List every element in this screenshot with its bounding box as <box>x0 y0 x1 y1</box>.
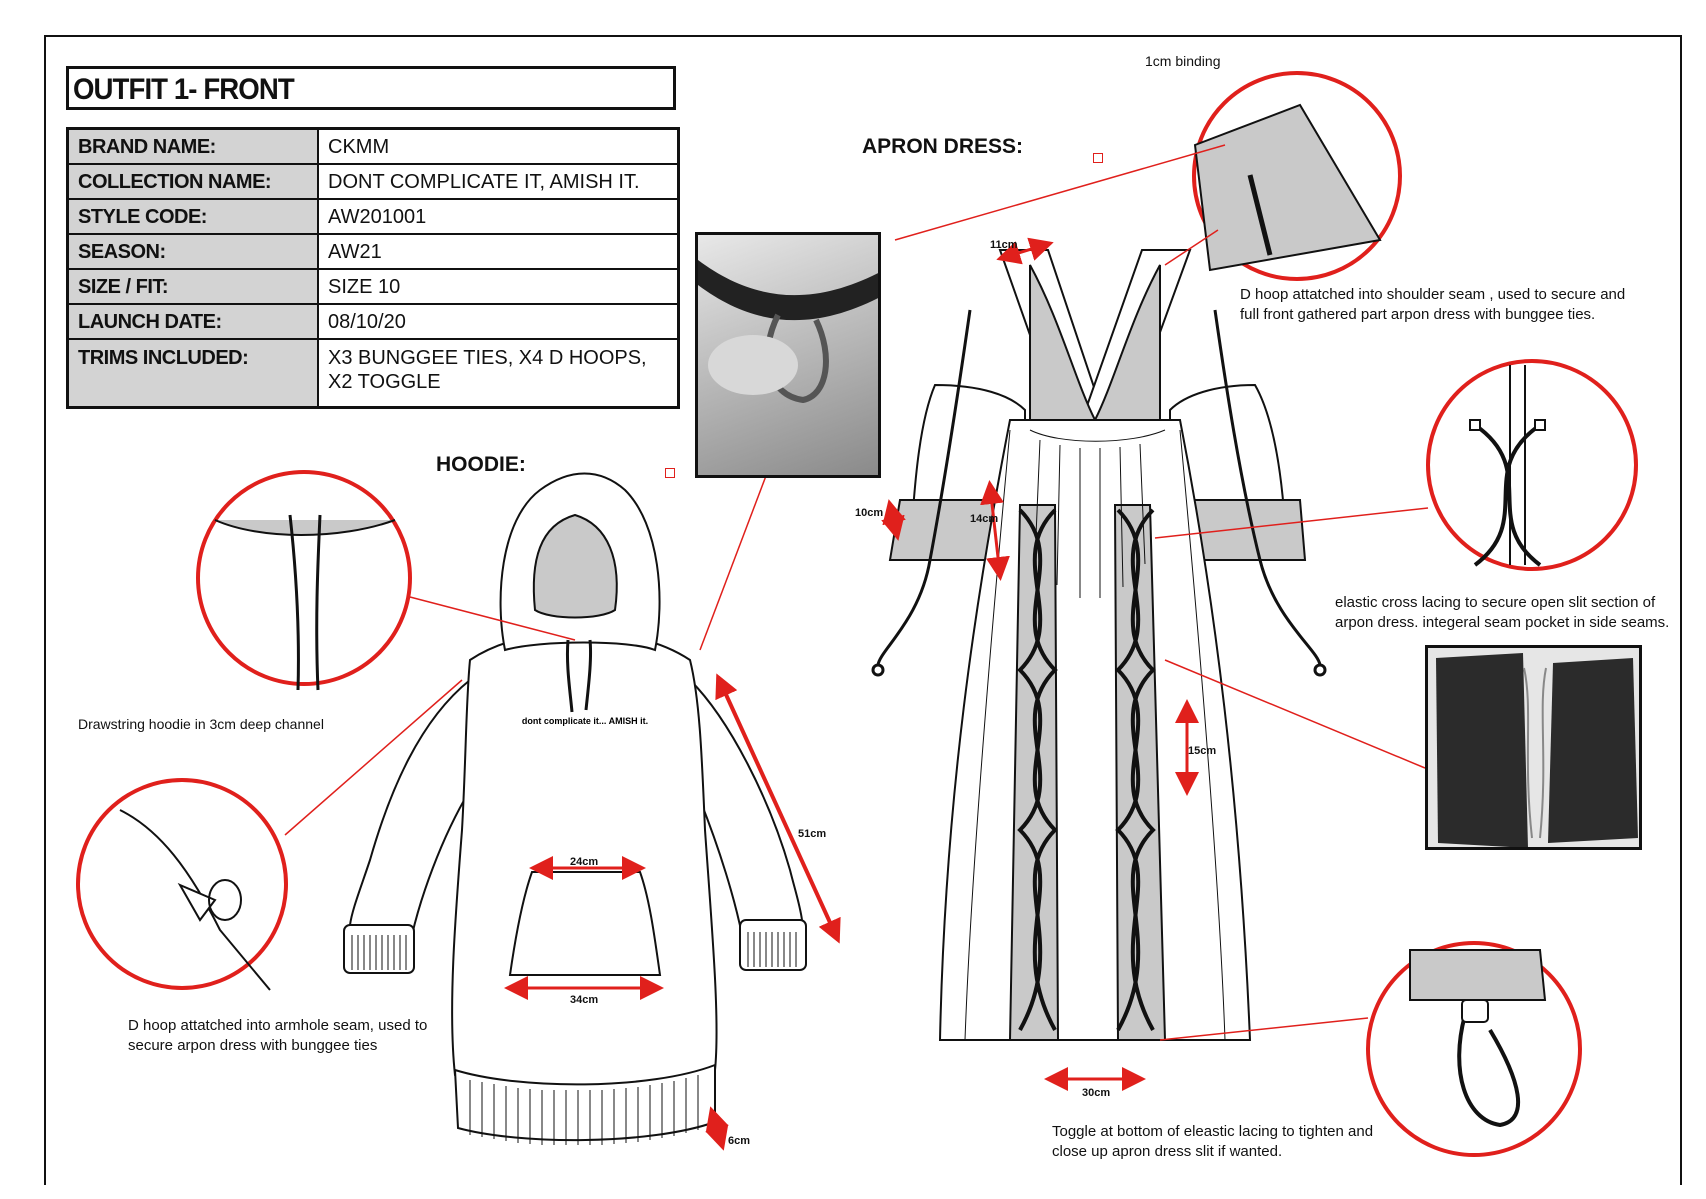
spec-value: X3 BUNGGEE TIES, X4 D HOOPS, X2 TOGGLE <box>317 338 680 409</box>
apron-heading: APRON DRESS: <box>862 135 1024 158</box>
spec-value: 08/10/20 <box>317 303 680 340</box>
page-title: OUTFIT 1- FRONT <box>73 73 295 106</box>
spec-key: TRIMS INCLUDED: <box>66 338 319 409</box>
pocket-photo-leader <box>1164 659 1426 769</box>
spec-row: SIZE / FIT:SIZE 10 <box>66 268 680 305</box>
hoodie-drawstrings <box>565 639 593 713</box>
hoodie-rib-lines <box>351 932 797 1145</box>
d-hoop-photo-leader <box>699 459 773 651</box>
spec-row: LAUNCH DATE:08/10/20 <box>66 303 680 340</box>
shoulder-d-hoop-note: D hoop attatched into shoulder seam , us… <box>1240 286 1626 323</box>
spec-row: STYLE CODE:AW201001 <box>66 198 680 235</box>
apron-bungee-ties <box>871 309 1327 677</box>
seam-pocket-photo-drawing <box>1436 653 1638 847</box>
pocket-bottom-label: 34cm <box>570 994 599 1006</box>
hoodie-heading: HOODIE: <box>436 453 526 476</box>
toggle-callout <box>1159 941 1582 1157</box>
drawstring-callout <box>196 470 576 691</box>
spec-row: BRAND NAME:CKMM <box>66 127 680 165</box>
armhole-d-hoop-note: D hoop attatched into armhole seam, used… <box>128 1017 428 1054</box>
spec-key: SIZE / FIT: <box>66 268 319 305</box>
hem-arrow <box>705 1106 729 1151</box>
hoodie-kangaroo-pocket <box>508 871 662 976</box>
spec-key: STYLE CODE: <box>66 198 319 235</box>
spec-value: DONT COMPLICATE IT, AMISH IT. <box>317 163 680 200</box>
hoodie-left-sleeve <box>348 677 471 937</box>
side-arrow <box>980 480 1010 581</box>
plus-marker <box>665 468 675 478</box>
toggle-note: Toggle at bottom of eleastic lacing to t… <box>1052 1123 1374 1160</box>
binding-note: 1cm binding <box>1145 53 1221 69</box>
sleeve-label: 10cm <box>855 507 884 519</box>
title-box: OUTFIT 1- FRONT <box>66 66 676 110</box>
hoodie-face-opening <box>532 513 618 619</box>
spec-value: AW21 <box>317 233 680 270</box>
apron-hem-label: 30cm <box>1082 1087 1111 1099</box>
spec-value: SIZE 10 <box>317 268 680 305</box>
d-hoop-photo <box>695 232 881 478</box>
spec-key: SEASON: <box>66 233 319 270</box>
apron-measure-arrows <box>881 237 1199 1091</box>
spec-row: TRIMS INCLUDED:X3 BUNGGEE TIES, X4 D HOO… <box>66 338 680 409</box>
spec-value: AW201001 <box>317 198 680 235</box>
hoodie-logo: dont complicate it... AMISH it. <box>522 716 648 726</box>
lacing-note: elastic cross lacing to secure open slit… <box>1335 594 1670 631</box>
side-label: 14cm <box>970 513 999 525</box>
hem-label: 6cm <box>728 1135 751 1147</box>
hoodie-measure-arrows <box>504 673 841 1151</box>
seam-pocket-photo <box>1425 645 1642 850</box>
spec-table: BRAND NAME:CKMM COLLECTION NAME:DONT COM… <box>66 127 680 409</box>
spec-row: SEASON:AW21 <box>66 233 680 270</box>
shoulder-label: 11cm <box>990 239 1018 251</box>
lacing-callout <box>1154 359 1638 571</box>
armhole-d-hoop-callout <box>76 679 463 991</box>
d-hoop-photo-drawing <box>698 260 878 404</box>
pocket-top-label: 24cm <box>570 856 599 868</box>
length-arrow <box>715 673 841 944</box>
hoodie-left-cuff <box>343 924 415 974</box>
spec-key: LAUNCH DATE: <box>66 303 319 340</box>
apron-cross-lacing <box>1017 508 1156 1031</box>
apron-dress-sketch <box>888 249 1307 1041</box>
spec-value: CKMM <box>317 127 680 165</box>
lacing-label: 15cm <box>1188 745 1217 757</box>
shoulder-arrow <box>996 237 1054 265</box>
spec-key: BRAND NAME: <box>66 127 319 165</box>
spec-key: COLLECTION NAME: <box>66 163 319 200</box>
apron-bodice <box>1029 264 1161 423</box>
sleeve-arrow <box>881 499 906 541</box>
sheet-border <box>44 35 1682 1185</box>
plus-marker <box>1093 153 1103 163</box>
drawstring-note: Drawstring hoodie in 3cm deep channel <box>78 716 324 732</box>
binding-callout <box>894 71 1402 281</box>
spec-row: COLLECTION NAME:DONT COMPLICATE IT, AMIS… <box>66 163 680 200</box>
length-label: 51cm <box>798 828 827 840</box>
